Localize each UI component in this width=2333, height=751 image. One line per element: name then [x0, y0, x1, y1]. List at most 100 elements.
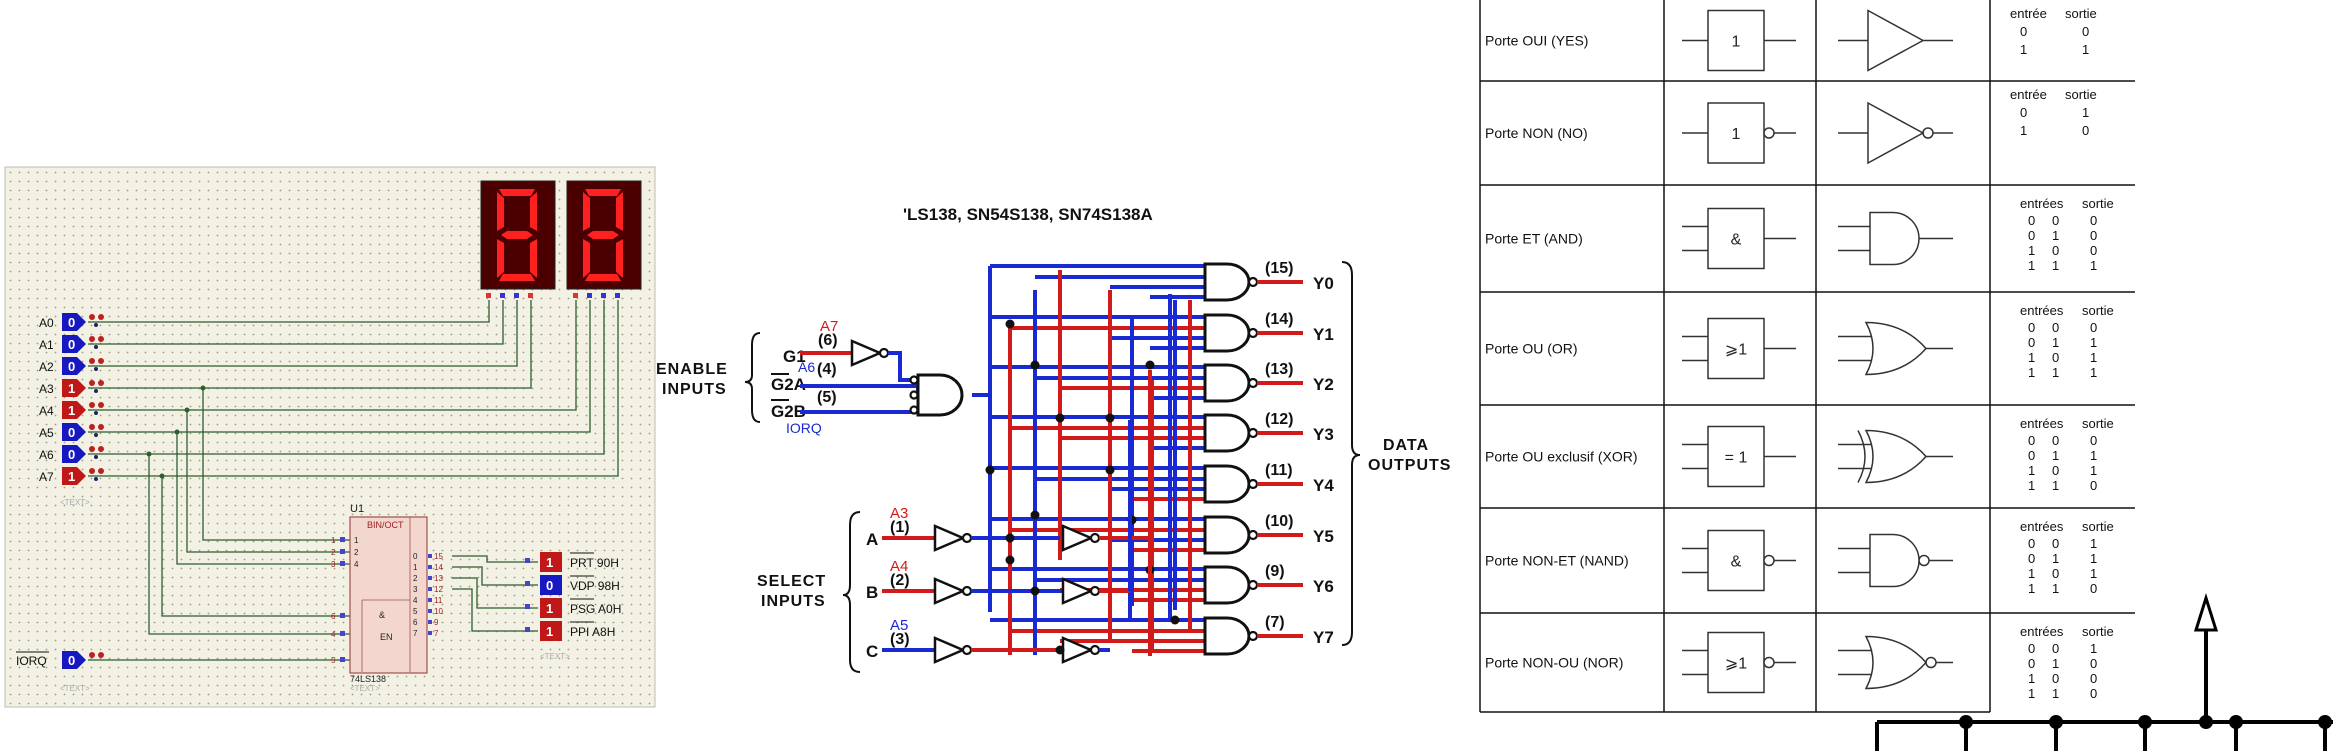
chip-part: 74LS138: [350, 674, 386, 684]
truth-cell: 1: [2020, 42, 2027, 57]
truth-cell: 1: [2090, 335, 2097, 350]
chip-pin-number: 3: [331, 560, 336, 569]
output-nand-gate: [1203, 464, 1251, 504]
truth-cell: 0: [2028, 448, 2035, 463]
text-placeholder: <TEXT>: [60, 684, 90, 693]
g1-inverter: [850, 339, 884, 367]
truth-header-out: sortie: [2082, 416, 2114, 431]
truth-cell: 1: [2090, 566, 2097, 581]
select-label-2: INPUTS: [761, 593, 826, 610]
truth-cell: 0: [2052, 243, 2059, 258]
truth-cell: 1: [2052, 258, 2059, 273]
segment: [583, 239, 590, 278]
us-gate-symbol: [1869, 533, 1920, 588]
inversion-bubble: [909, 390, 919, 400]
output-pin: (12): [1265, 411, 1293, 428]
display-pins: [486, 293, 620, 298]
truth-cell: 1: [2052, 335, 2059, 350]
input-toggle: [62, 467, 86, 485]
input-value: 0: [68, 315, 75, 330]
junction: [985, 465, 995, 475]
iec-symbol: ⩾1: [1725, 342, 1747, 359]
junction: [146, 451, 152, 457]
truth-cell: 1: [2090, 551, 2097, 566]
pin-marker: [428, 587, 432, 591]
truth-cell: 0: [2028, 320, 2035, 335]
toggle-dot: [89, 446, 95, 452]
toggle-dot: [98, 314, 104, 320]
junction: [1030, 510, 1040, 520]
select-inverter-1: [933, 636, 967, 664]
truth-cell: 0: [2082, 123, 2089, 138]
address-wire: [88, 300, 605, 455]
truth-header-out: sortie: [2082, 624, 2114, 639]
output-value: 1: [546, 555, 553, 570]
pin-marker: [428, 631, 432, 635]
select-pin: (2): [890, 572, 910, 589]
select-inverter-1: [933, 524, 967, 552]
toggle-dot: [98, 402, 104, 408]
output-pin: (11): [1265, 462, 1293, 479]
truth-cell: 0: [2090, 213, 2097, 228]
select-inverter-2: [1061, 577, 1095, 605]
truth-cell: 0: [2028, 641, 2035, 656]
inversion-bubble: [1089, 644, 1101, 656]
truth-header-in: entrées: [2020, 624, 2064, 639]
display-pin: [573, 293, 578, 298]
pin-marker: [428, 609, 432, 613]
junction: [1005, 319, 1015, 329]
chip-pin-number: 10: [434, 607, 443, 616]
inversion-bubble: [1247, 377, 1259, 389]
select-inverter-2: [1061, 524, 1095, 552]
junction: [1105, 413, 1115, 423]
chip-output-label: 1: [413, 563, 418, 572]
truth-cell: 1: [2090, 448, 2097, 463]
output-probe: [540, 621, 562, 641]
toggle-dot: [89, 336, 95, 342]
gate-name: Porte ET (AND): [1485, 231, 1583, 247]
select-address: A3: [890, 505, 908, 522]
chip-en-label: EN: [380, 632, 393, 642]
input-value: 0: [68, 359, 75, 374]
iec-box: [1707, 631, 1765, 694]
us-gate-symbol: [1864, 321, 1928, 376]
g1-pin: (6): [818, 332, 838, 349]
truth-cell: 0: [2090, 320, 2097, 335]
display-pin: [500, 293, 505, 298]
g2b-address: IORQ: [786, 420, 822, 436]
iec-bubble: [1763, 554, 1775, 567]
input-value: 0: [68, 447, 75, 462]
truth-cell: 1: [2028, 258, 2035, 273]
iorq-value: 0: [68, 653, 75, 668]
toggle-dot: [89, 402, 95, 408]
input-label: A3: [39, 382, 54, 396]
chip-output-label: 5: [413, 607, 418, 616]
chip-input-label: 4: [354, 560, 359, 569]
junction: [1055, 645, 1065, 655]
text-placeholder: <TEXT>: [540, 652, 570, 661]
iec-box: [1707, 425, 1765, 488]
iec-box: [1707, 317, 1765, 380]
display-pin: [615, 293, 620, 298]
select-pin: (1): [890, 519, 910, 536]
input-label: A1: [39, 338, 54, 352]
truth-cell: 0: [2028, 228, 2035, 243]
truth-cell: 1: [2028, 365, 2035, 380]
inversion-bubble: [1247, 478, 1259, 490]
truth-cell: 1: [2028, 350, 2035, 365]
g1-address: A7: [820, 318, 838, 335]
output-value: 1: [546, 601, 553, 616]
inversion-bubble: [1089, 585, 1101, 597]
brace: [744, 332, 761, 423]
iec-symbol: &: [1731, 554, 1742, 571]
truth-cell: 0: [2052, 433, 2059, 448]
chip-pin-number: 14: [434, 563, 443, 572]
bus-fragment: [1875, 592, 2333, 751]
truth-cell: 0: [2052, 463, 2059, 478]
toggle-dot: [98, 380, 104, 386]
chip-pin-number: 13: [434, 574, 443, 583]
truth-header-in: entrée: [2010, 87, 2047, 102]
chip-input-label: 1: [354, 536, 359, 545]
segment: [497, 192, 504, 231]
